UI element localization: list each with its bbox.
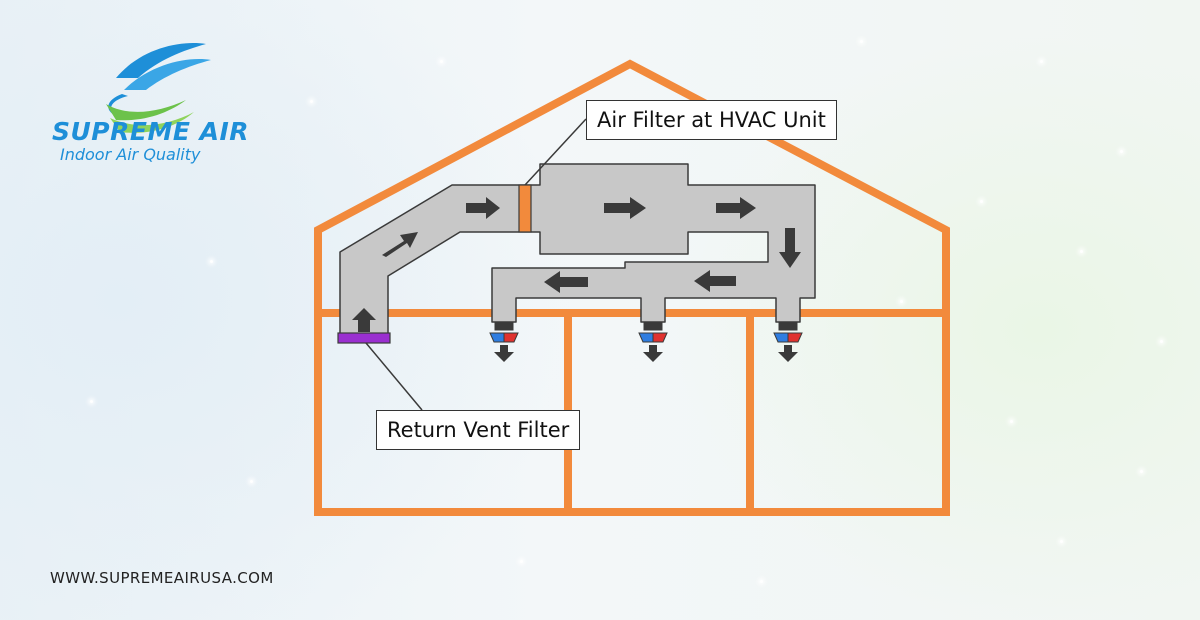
supply-vent [489,321,519,343]
brand-name: SUPREME AIR [52,117,250,146]
ductwork [339,163,816,335]
brand-tagline: Indoor Air Quality [60,145,201,164]
website-url[interactable]: WWW.SUPREMEAIRUSA.COM [50,569,274,587]
supply-vent [638,321,668,343]
supply-vents [489,321,803,343]
return-callout-leader [365,342,423,411]
swoosh-s-icon [106,43,211,133]
hvac-filter [518,184,532,233]
supply-vent [773,321,803,343]
airflow-arrows [352,197,801,362]
hvac-callout-leader [524,118,587,186]
return-filter-callout: Return Vent Filter [376,410,581,450]
hvac-filter-callout: Air Filter at HVAC Unit [586,100,837,140]
return-vent-filter [337,332,391,344]
